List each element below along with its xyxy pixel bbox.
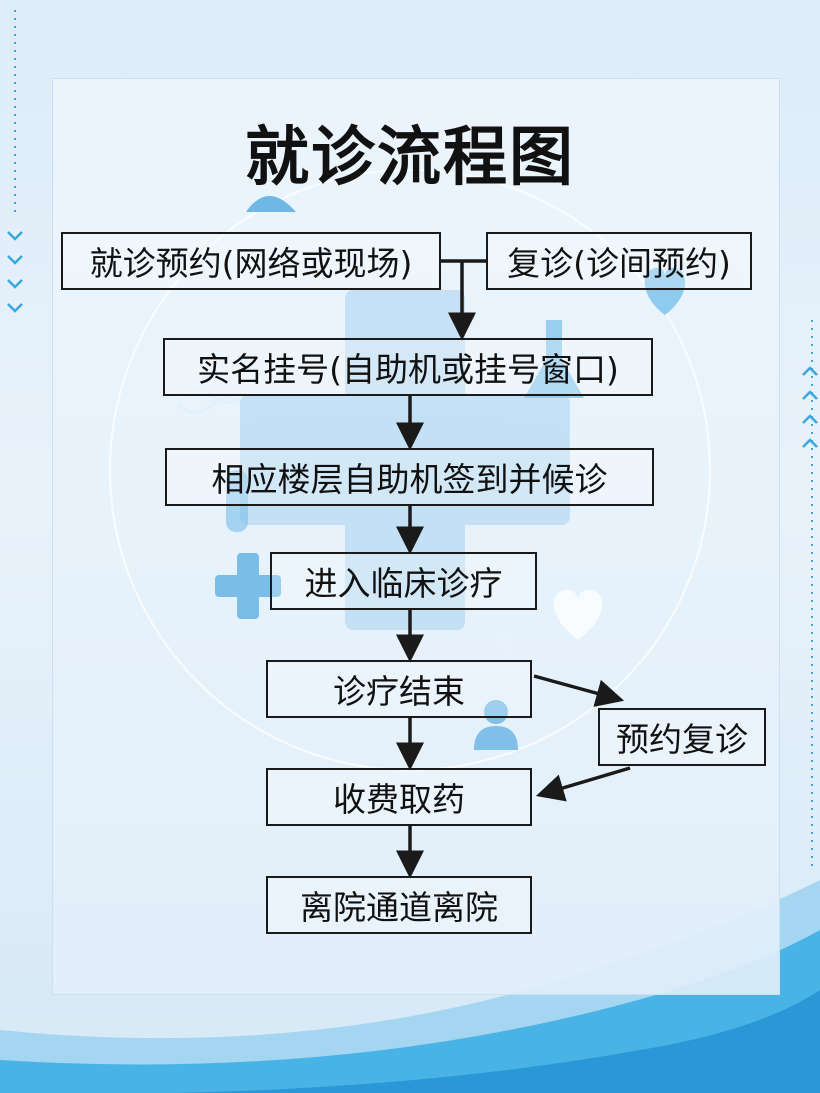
step-revisit: 复诊(诊间预约) xyxy=(486,232,752,290)
flask-icon xyxy=(524,320,584,398)
chevron-down-icon xyxy=(7,231,23,313)
nurse-cap-icon xyxy=(246,196,296,212)
heart-icon xyxy=(644,267,686,315)
medical-cross-icon xyxy=(215,553,281,619)
medical-cross-icon xyxy=(240,290,570,630)
chevron-up-icon xyxy=(802,366,818,448)
doctor-icon xyxy=(474,700,518,750)
heart-icon xyxy=(553,589,603,640)
bottom-wave xyxy=(0,990,820,1093)
step-appointment: 就诊预约(网络或现场) xyxy=(61,232,441,290)
arrow-to-followup xyxy=(533,674,625,707)
bottom-wave xyxy=(0,930,820,1093)
step-exit: 离院通道离院 xyxy=(266,876,532,934)
step-register: 实名挂号(自助机或挂号窗口) xyxy=(163,338,653,396)
step-end: 诊疗结束 xyxy=(266,660,532,718)
step-checkin: 相应楼层自助机签到并候诊 xyxy=(165,448,654,506)
step-payment: 收费取药 xyxy=(266,768,532,826)
arrow-followup-to-payment xyxy=(535,766,631,802)
page-title: 就诊流程图 xyxy=(245,121,575,195)
test-tube-icon xyxy=(226,470,248,532)
step-followup: 预约复诊 xyxy=(598,708,766,766)
